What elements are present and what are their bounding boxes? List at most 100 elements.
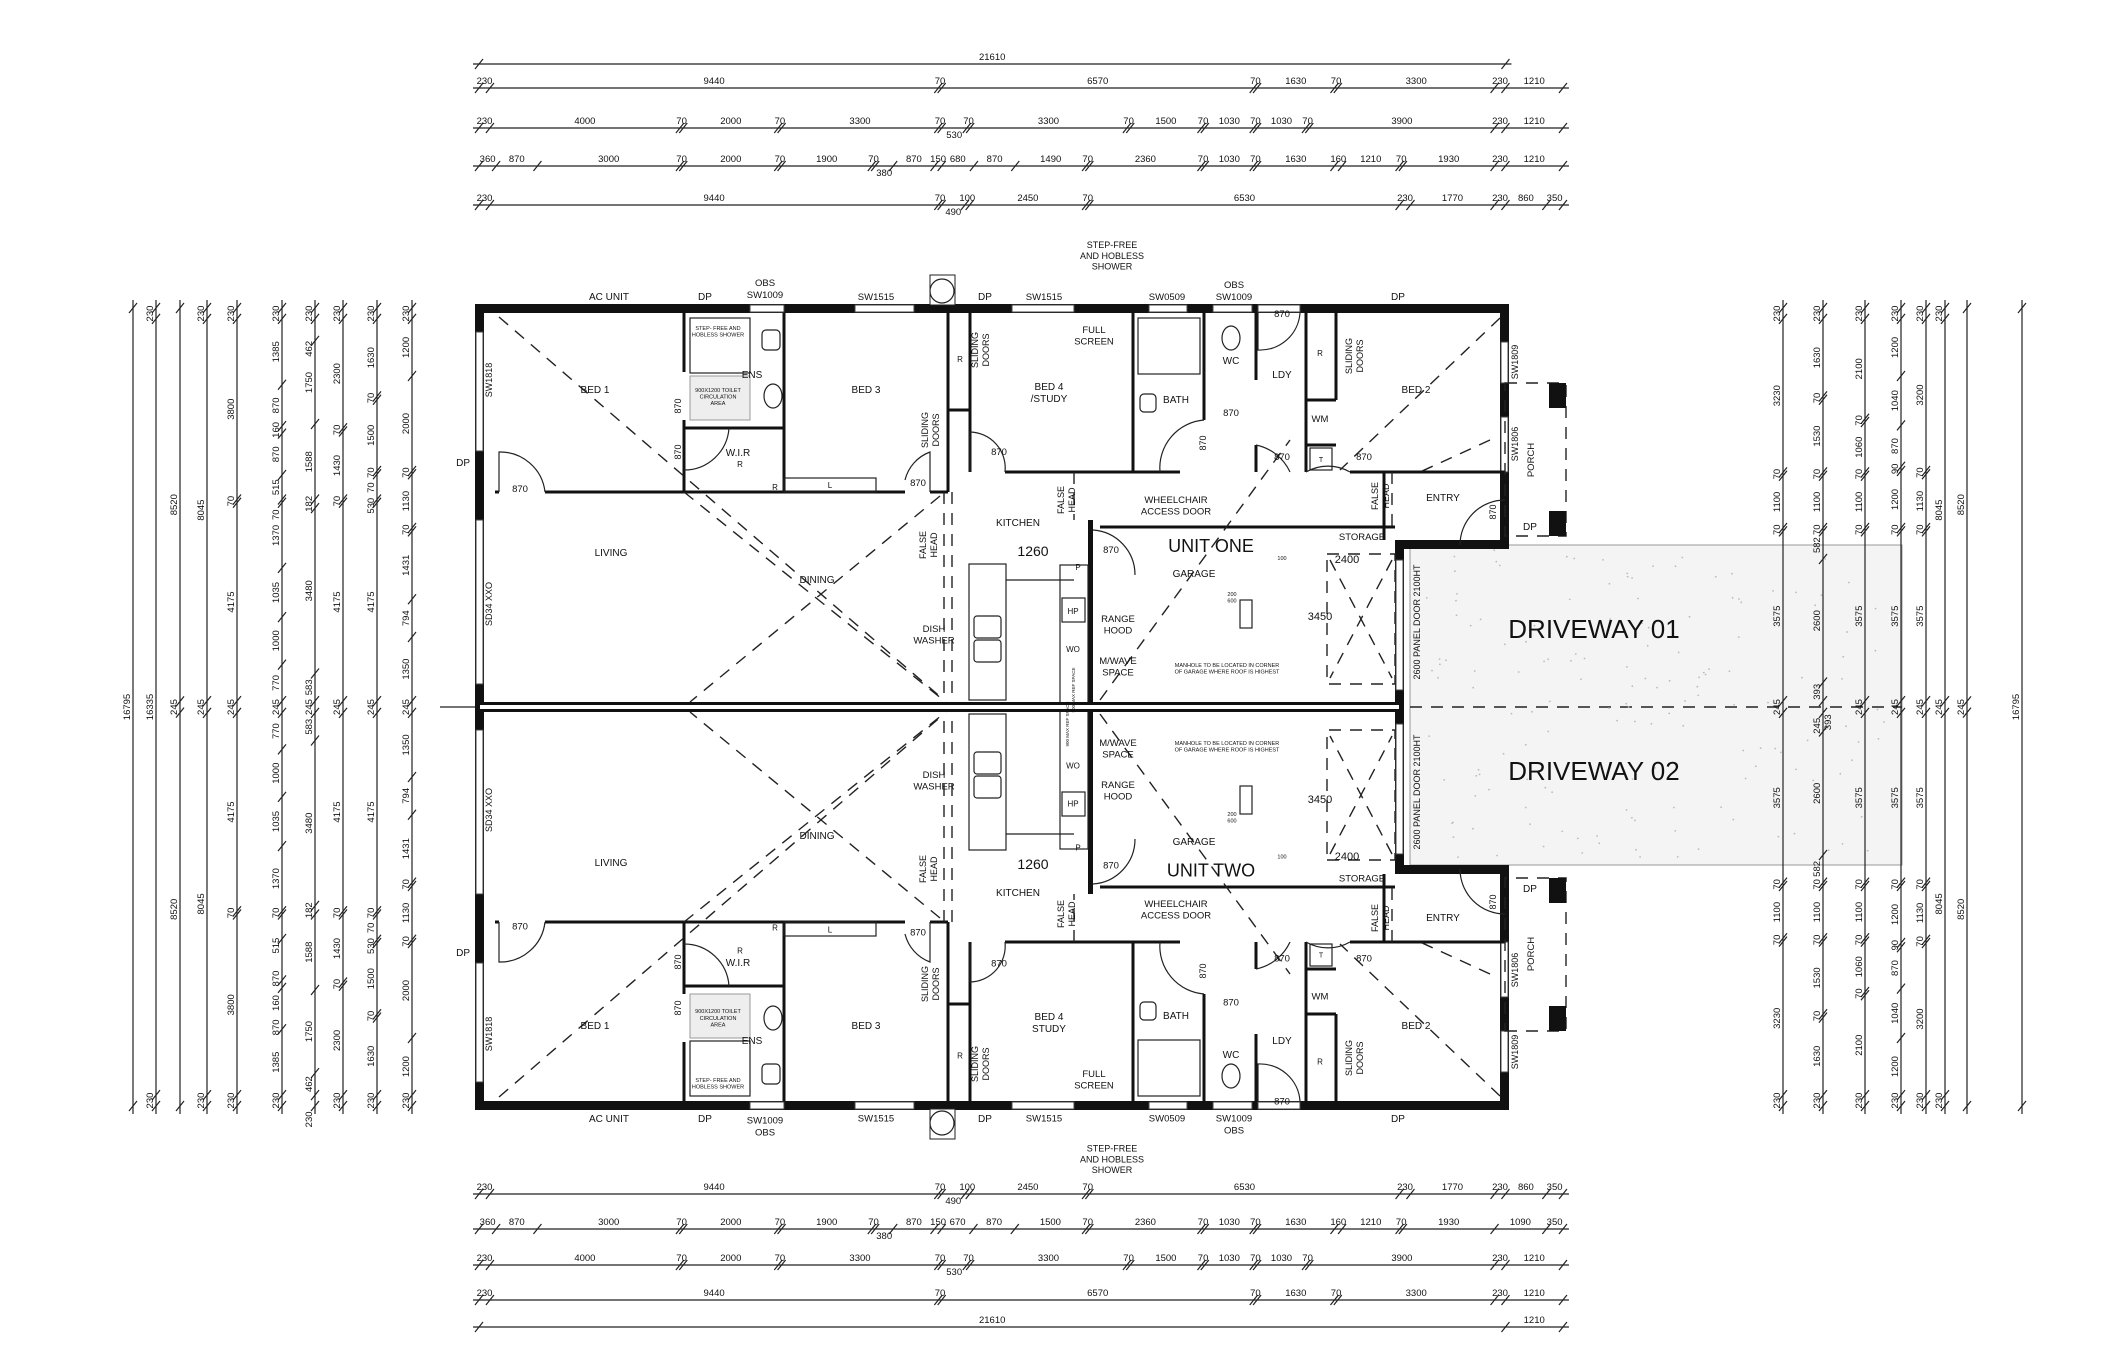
dimension-label: 230 [1492,1288,1508,1299]
dimension-label: 1000 [271,630,282,651]
unit-one-wheelchair-door-label: WHEELCHAIR [1144,495,1207,506]
driveway-02-label: DRIVEWAY 02 [1508,756,1679,786]
dimension-label: 1385 [271,1052,282,1073]
driveway-speckle [1475,774,1478,777]
unit-one-false-head-label: HEAD [1067,487,1077,513]
unit-one-toilet-area-note: 900X1200 TOILET [695,388,741,394]
driveway-speckle [1820,594,1823,596]
dimension-label: 2100 [1854,1035,1865,1056]
dimension-label: 70 [1302,1253,1313,1264]
dimension-tick [1501,82,1510,94]
dimension-label: 1530 [1812,426,1823,447]
dimension-tick [1778,932,1788,944]
dimension-label: 230 [145,1093,156,1109]
dimension-tick [474,58,484,70]
unit-two-robe-label: R [772,923,778,932]
dimension-label: 3300 [1406,1288,1427,1299]
dimension-tick [372,494,382,505]
driveway-speckle [1607,707,1610,709]
dimension-tick [277,302,287,314]
dimension-label: 3900 [1391,116,1412,127]
dimension-tick [232,313,242,325]
unit-one-toilet-area-note: AREA [711,401,726,407]
unit-one-room-ens: ENS [742,370,763,381]
dimension-label: 230 [1812,1093,1823,1109]
unit-two-room-living: LIVING [595,858,628,869]
unit-one-car-length-dimension: 3450 [1308,611,1332,623]
dimension-label: 150 [930,154,946,165]
driveway-speckle [1541,622,1544,625]
unit-two-toilet-area-note: 900X1200 TOILET [695,1009,741,1015]
dimension-tick [407,1089,417,1101]
unit-two-toilet-area-note: CIRCULATION [700,1016,737,1022]
dimension-tick [338,494,348,505]
dimension-tick [407,877,417,889]
dimension-tick [202,707,212,719]
driveway-speckle [1793,832,1796,835]
dimension-label: 230 [477,193,493,204]
driveway-speckle [1631,816,1633,819]
dimension-tick [1778,522,1788,534]
dimension-label: 70 [1198,116,1209,127]
dimension-label: 1430 [332,938,343,959]
dimension-tick [1330,160,1339,172]
driveway-speckle [1839,772,1842,775]
dimension-label: 3575 [1890,787,1901,808]
driveway-speckle [1806,739,1809,742]
dimension-tick [937,1259,947,1271]
dimension-label: 230 [145,306,156,322]
dimension-label: 1630 [1812,347,1823,368]
hws-icon [929,1110,955,1136]
dimension-label: 670 [950,1217,966,1228]
dimension-label: 6530 [1234,1182,1255,1193]
dimension-label: 70 [1812,469,1823,480]
dimension-label: 770 [271,675,282,691]
dimension-tick [1778,313,1788,325]
unit-two-robe-label: R [1317,1057,1323,1066]
dimension-label: 245 [1890,699,1901,715]
dimension-tick [1921,522,1931,534]
unit-one-room-bed4: BED 4 [1035,382,1064,393]
dimension-tick [2017,302,2027,314]
unit-one-clearance-label: 100 [1277,556,1286,562]
unit-two-door-870: 870 [512,922,528,933]
driveway-speckle [1860,815,1863,818]
dimension-tick [1818,391,1828,402]
unit-one-door-870: 870 [673,444,683,459]
unit-two-hp-label: HP [1067,799,1078,808]
dimension-label: 1035 [271,582,282,603]
unit-two-false-head-label: HEAD [929,856,939,882]
unit-two-porch-label: PORCH [1526,937,1537,971]
unit-one-window-sw1009-label: SW1009 [747,290,783,301]
dimension-tick [1860,986,1870,998]
dimension-tick [1778,1089,1788,1101]
dimension-label: 1030 [1271,1253,1292,1264]
dimension-tick [1330,1294,1339,1306]
dimension-tick [933,199,943,211]
dimension-tick [1778,695,1788,707]
dimension-tick [1398,1223,1408,1235]
dimension-tick [1896,419,1906,431]
dimension-label: 1630 [1812,1046,1823,1067]
dimension-label: 8520 [169,494,180,515]
dimension-tick [773,122,783,134]
driveway-speckle [1654,622,1657,624]
unit-one-door-870: 870 [910,478,926,489]
dimension-tick [277,494,287,505]
dimension-tick [1921,880,1931,892]
dimension-label: 70 [935,116,946,127]
unit-one-full-screen-label: SCREEN [1074,336,1114,347]
dimension-label: 393 [1812,684,1823,700]
dimension-label: 70 [1915,879,1926,890]
dimension-tick [773,1259,783,1271]
driveway-speckle [1697,694,1700,697]
dimension-label: 230 [1397,1182,1413,1193]
driveway-speckle [1696,685,1699,688]
dimension-tick [1940,707,1950,719]
driveway-speckle [1524,743,1527,746]
dimension-tick [277,791,287,803]
dimension-label: 230 [1934,306,1945,322]
dimension-label: 6530 [1234,193,1255,204]
dimension-tick [310,900,320,912]
